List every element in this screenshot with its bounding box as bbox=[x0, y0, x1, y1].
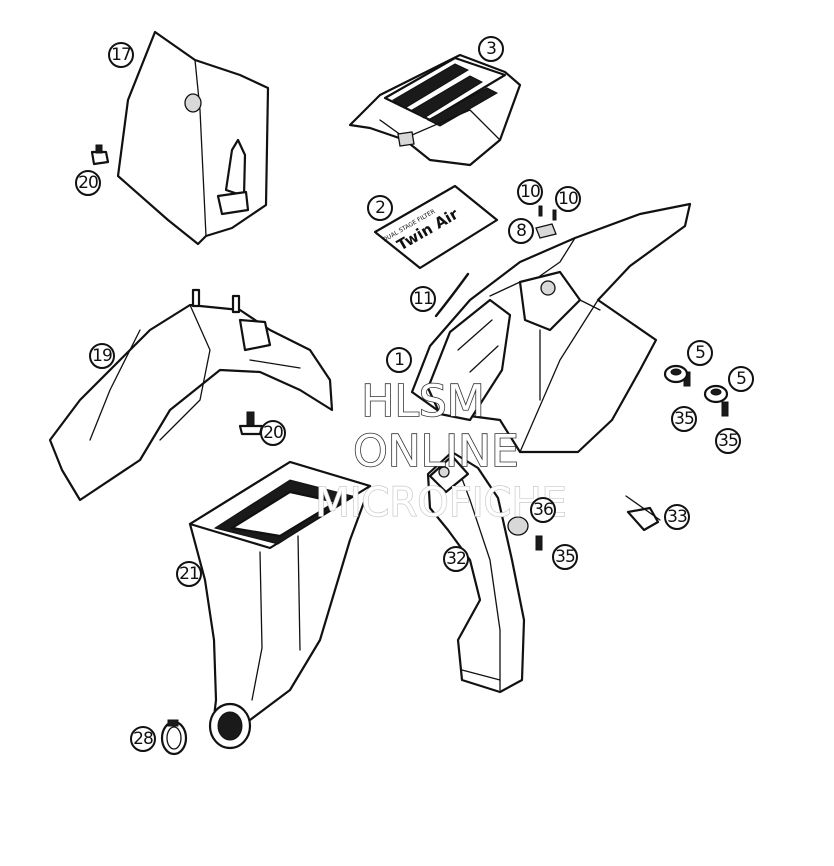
callout-35-bottom: 35 bbox=[552, 544, 578, 570]
side-cover bbox=[426, 450, 526, 694]
callout-11: 11 bbox=[410, 286, 436, 312]
callout-20-middle: 20 bbox=[260, 420, 286, 446]
hose-clip bbox=[434, 272, 470, 318]
callout-32: 32 bbox=[443, 546, 469, 572]
svg-text:28: 28 bbox=[133, 729, 153, 749]
screws-and-nut bbox=[535, 205, 557, 239]
svg-text:1: 1 bbox=[394, 350, 404, 370]
svg-text:5: 5 bbox=[695, 343, 705, 363]
callout-19: 19 bbox=[89, 343, 115, 369]
callout-21: 21 bbox=[176, 561, 202, 587]
bolt-middle bbox=[238, 411, 264, 436]
svg-text:5: 5 bbox=[736, 369, 746, 389]
watermark-line-3: MICROFICHE bbox=[315, 480, 567, 526]
callout-33: 33 bbox=[664, 504, 690, 530]
callout-8: 8 bbox=[508, 218, 534, 244]
grommet bbox=[507, 516, 529, 536]
svg-text:20: 20 bbox=[263, 423, 283, 443]
svg-text:3: 3 bbox=[486, 39, 496, 59]
callout-10-left: 10 bbox=[517, 179, 543, 205]
front-fender bbox=[48, 288, 334, 502]
callout-10-right: 10 bbox=[555, 186, 581, 212]
svg-text:17: 17 bbox=[111, 45, 131, 65]
svg-text:36: 36 bbox=[533, 500, 553, 520]
callout-2: 2 bbox=[367, 195, 393, 221]
rubber-washers bbox=[663, 364, 729, 404]
callout-17: 17 bbox=[108, 42, 134, 68]
watermark: HLSM ONLINE MICROFICHE bbox=[314, 375, 567, 527]
watermark-line-1: HLSM bbox=[361, 376, 485, 427]
svg-text:21: 21 bbox=[179, 564, 199, 584]
air-filter-element bbox=[348, 53, 522, 167]
hose-clamp bbox=[160, 719, 188, 756]
callout-28: 28 bbox=[130, 726, 156, 752]
air-intake-boot bbox=[188, 460, 372, 750]
svg-text:2: 2 bbox=[375, 198, 385, 218]
callout-1: 1 bbox=[386, 347, 412, 373]
svg-text:20: 20 bbox=[78, 173, 98, 193]
watermark-line-2: ONLINE bbox=[353, 426, 519, 477]
front-number-plate bbox=[116, 30, 270, 246]
callout-5-left: 5 bbox=[687, 340, 713, 366]
rear-fender bbox=[410, 202, 692, 454]
callout-3: 3 bbox=[478, 36, 504, 62]
callout-5-right: 5 bbox=[728, 366, 754, 392]
svg-text:35: 35 bbox=[674, 409, 694, 429]
svg-text:35: 35 bbox=[718, 431, 738, 451]
svg-text:32: 32 bbox=[446, 549, 466, 569]
callout-35-left: 35 bbox=[671, 406, 697, 432]
svg-text:11: 11 bbox=[413, 289, 433, 309]
twin-air-label: Twin Air DUAL STAGE FILTER bbox=[373, 184, 499, 270]
svg-text:10: 10 bbox=[558, 189, 578, 209]
svg-text:8: 8 bbox=[516, 221, 526, 241]
callout-36: 36 bbox=[530, 497, 556, 523]
svg-text:35: 35 bbox=[555, 547, 575, 567]
svg-text:10: 10 bbox=[520, 182, 540, 202]
callout-20-top: 20 bbox=[75, 170, 101, 196]
svg-text:33: 33 bbox=[667, 507, 687, 527]
cable-tie bbox=[625, 495, 661, 532]
svg-text:19: 19 bbox=[92, 346, 112, 366]
callout-35-right: 35 bbox=[715, 428, 741, 454]
bolt-upper bbox=[90, 144, 110, 166]
